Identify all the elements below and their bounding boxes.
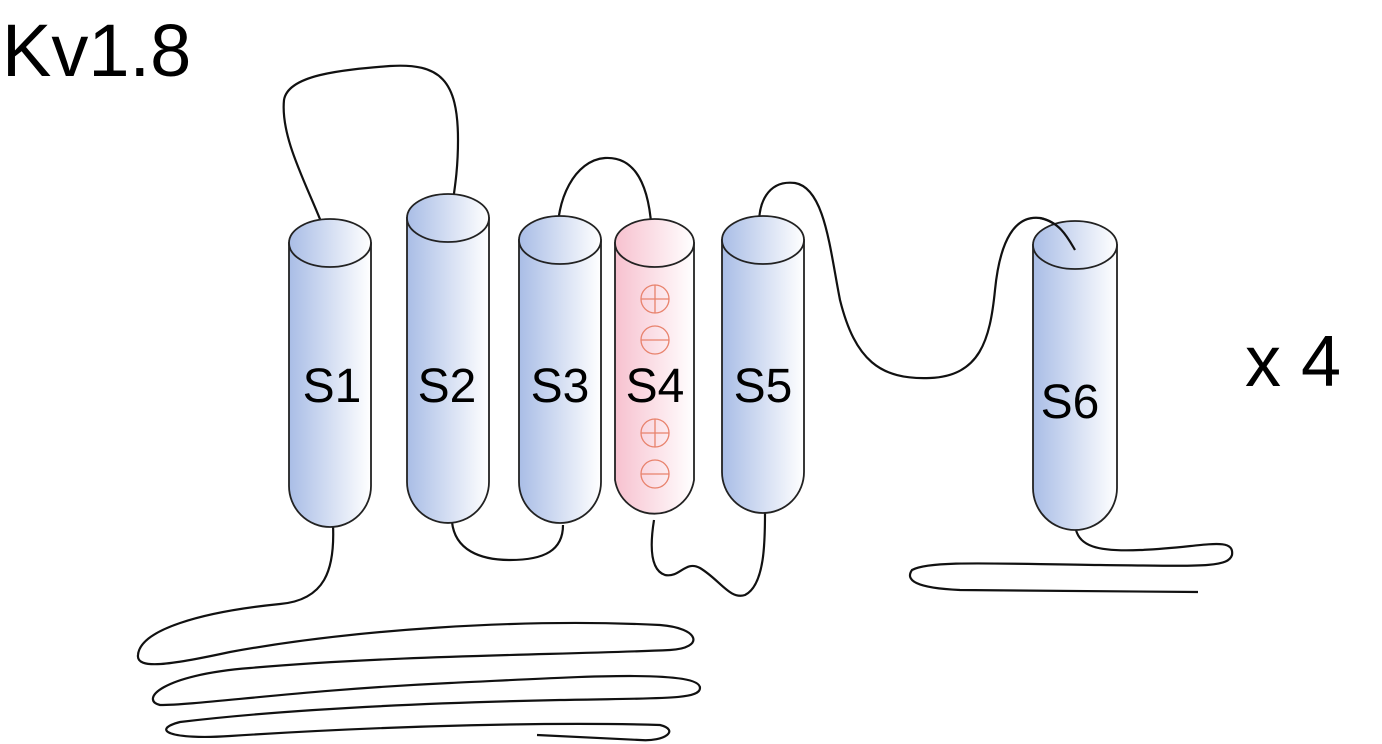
s2-s3-loop [450,521,565,562]
helix-s3: S3 [518,215,602,524]
helix-label: S6 [1041,376,1100,429]
diagram-title: Kv1.8 [2,9,191,92]
helix-s6: S6 [1032,216,1118,531]
s3-s4-loop [556,156,654,247]
s5-s6-loop [757,181,1076,380]
helix-label: S5 [734,360,793,413]
helix-label: S2 [418,360,477,413]
helix-s2: S2 [406,193,490,524]
s1-s2-loop [282,64,460,238]
helix-label: S3 [531,360,590,413]
connecting-loops [136,64,1234,742]
helix-s4-voltage-sensor: S4 [614,218,695,515]
n-terminus [136,524,702,742]
helix-label: S1 [303,360,362,413]
helix-s1: S1 [288,218,372,528]
positive-charge-icon [640,284,670,314]
helix-label: S4 [626,360,685,413]
negative-charge-icon [640,325,670,355]
positive-charge-icon [640,418,670,448]
c-terminus [908,529,1234,594]
multiplier-label: x 4 [1245,322,1341,402]
negative-charge-icon [640,459,670,489]
helix-s5: S5 [721,215,805,514]
s4-s5-loop [650,512,767,597]
